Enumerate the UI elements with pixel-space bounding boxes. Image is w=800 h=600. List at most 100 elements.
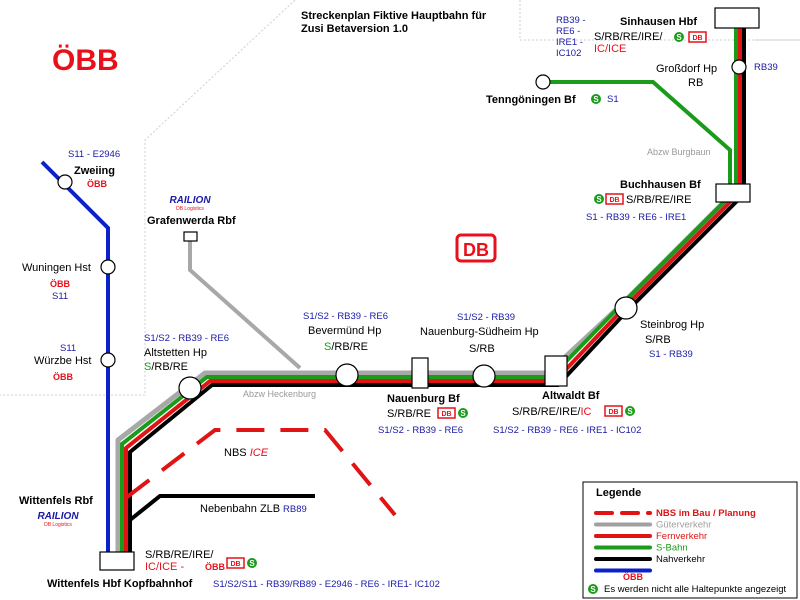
legend-note: Es werden nicht alle Haltepunkte angezei… [604,584,787,595]
nauenburg-suedheim-service: S1/S2 - RB39 [457,312,515,323]
tenngoeningen-name: Tenngöningen Bf [486,94,576,106]
obb-small-logo: ÖBB [87,179,108,189]
svg-text:S: S [593,95,599,104]
svg-text:S: S [590,585,596,594]
nauenburg-types: S/RB/RE [387,408,431,420]
abzw-heckenburg-label: Abzw Heckenburg [243,389,316,399]
station-marker-nauenburg-suedheim[interactable] [472,364,496,388]
grossdorf-name: Großdorf Hp [656,63,717,75]
legend-label: S-Bahn [656,543,688,554]
nauenburg-suedheim-name: Nauenburg-Südheim Hp [420,326,539,338]
wuerzbe-service: S11 [60,343,76,354]
obb-small-logo: ÖBB [205,562,226,572]
s-bahn-line-tenngoeningen [543,80,732,188]
bevermuend-name: Bevermünd Hp [308,325,381,337]
s-bahn-icon: S [247,558,257,568]
abzw-burgbaun-label: Abzw Burgbaun [647,147,711,157]
station-marker-nauenburg[interactable] [411,357,429,389]
svg-text:S: S [676,33,682,42]
wittenfels-rbf-name: Wittenfels Rbf [19,495,93,507]
station-marker-bevermuend[interactable] [335,363,359,387]
sinhausen-types: S/RB/RE/IRE/ [594,31,663,43]
s-bahn-icon: S [458,408,468,418]
railion-logo-sub: DB Logistics [176,206,204,212]
map-title-line2: Zusi Betaversion 1.0 [301,23,408,35]
altwaldt-service: S1/S2 - RB39 - RE6 - IRE1 - IC102 [493,425,641,436]
station-marker-zweiing[interactable] [57,174,73,190]
legend: Legende NBS im Bau / PlanungGüterverkehr… [582,481,798,599]
bevermuend-service: S1/S2 - RB39 - RE6 [303,311,388,322]
zweiing-name: Zweiing [74,165,115,177]
altwaldt-types: S/RB/RE/IRE/IC [512,406,592,418]
freight-line-grafenwerda [188,240,302,370]
station-marker-altwaldt[interactable] [544,355,568,387]
legend-label: Güterverkehr [656,520,711,531]
railion-logo-sub: DB Logistics [44,522,72,528]
obb-small-logo: ÖBB [53,372,74,382]
db-small-icon: DB [605,193,624,205]
zweiing-service: S11 - E2946 [68,149,120,160]
db-logo: DB [455,233,497,263]
station-marker-grafenwerda[interactable] [183,231,198,242]
wittenfels-hbf-name: Wittenfels Hbf Kopfbahnhof [47,578,193,590]
station-marker-wittenfels-hbf[interactable] [99,551,135,571]
wuerzbe-name: Würzbe Hst [34,355,91,367]
station-marker-buchhausen[interactable] [715,183,751,203]
steinbrog-name: Steinbrog Hp [640,319,704,331]
station-marker-steinbrog[interactable] [614,296,638,320]
station-marker-wuningen[interactable] [100,259,116,275]
svg-text:DB: DB [609,197,619,204]
station-marker-wuerzbe[interactable] [100,352,116,368]
nbs-line-dashed [125,428,397,517]
s-bahn-icon: S [625,406,635,416]
wittenfels-hbf-types-fern: IC/ICE - [145,561,184,573]
sinhausen-types-fern: IC/ICE [594,43,626,55]
db-small-icon: DB [437,407,456,419]
altwaldt-name: Altwaldt Bf [542,390,600,402]
station-marker-sinhausen[interactable] [714,7,760,29]
altstetten-service: S1/S2 - RB39 - RE6 [144,333,229,344]
nebenbahn-service: RB89 [283,504,307,515]
railion-logo: RAILION [169,195,211,206]
s-bahn-icon: S [591,94,601,104]
db-small-icon: DB [226,557,245,569]
wittenfels-hbf-types: S/RB/RE/IRE/ [145,549,214,561]
steinbrog-service: S1 - RB39 [649,349,693,360]
sinhausen-service-codes: RB39 -RE6 -IRE1 -IC102 [556,15,586,59]
wittenfels-hbf-service: S1/S2/S11 - RB39/RB89 - E2946 - RE6 - IR… [213,579,440,590]
legend-title: Legende [596,487,641,499]
tenngoeningen-service: S1 [607,94,619,105]
grafenwerda-name: Grafenwerda Rbf [147,215,236,227]
wuningen-service: S11 [52,291,68,302]
buchhausen-name: Buchhausen Bf [620,179,701,191]
station-marker-altstetten[interactable] [178,376,202,400]
obb-small-logo: ÖBB [50,279,71,289]
obb-logo: ÖBB [52,44,119,77]
buchhausen-types: S/RB/RE/IRE [626,194,691,206]
wuningen-name: Wuningen Hst [22,262,91,274]
railion-logo: RAILION [37,511,79,522]
branch-line-zlb [128,494,315,522]
legend-label: Fernverkehr [656,531,707,542]
station-marker-grossdorf[interactable] [731,59,747,75]
svg-text:S: S [627,407,633,416]
station-markers [57,7,760,571]
svg-text:DB: DB [692,35,702,42]
nauenburg-name: Nauenburg Bf [387,393,460,405]
steinbrog-types: S/RB [645,334,671,346]
svg-text:DB: DB [608,409,618,416]
svg-text:S: S [596,195,602,204]
db-small-icon: DB [688,31,707,43]
svg-text:S: S [249,559,255,568]
s-bahn-icon: S [588,584,598,594]
map-title-line1: Streckenplan Fiktive Hauptbahn für [301,10,487,22]
svg-text:DB: DB [441,411,451,418]
nauenburg-suedheim-types: S/RB [469,343,495,355]
legend-label: Nahverkehr [656,554,705,565]
legend-label: NBS im Bau / Planung [656,508,756,519]
grossdorf-types: RB [688,77,703,89]
bevermuend-types: S/RB/RE [324,341,368,353]
station-marker-tenngoeningen[interactable] [535,74,551,90]
svg-text:DB: DB [230,561,240,568]
